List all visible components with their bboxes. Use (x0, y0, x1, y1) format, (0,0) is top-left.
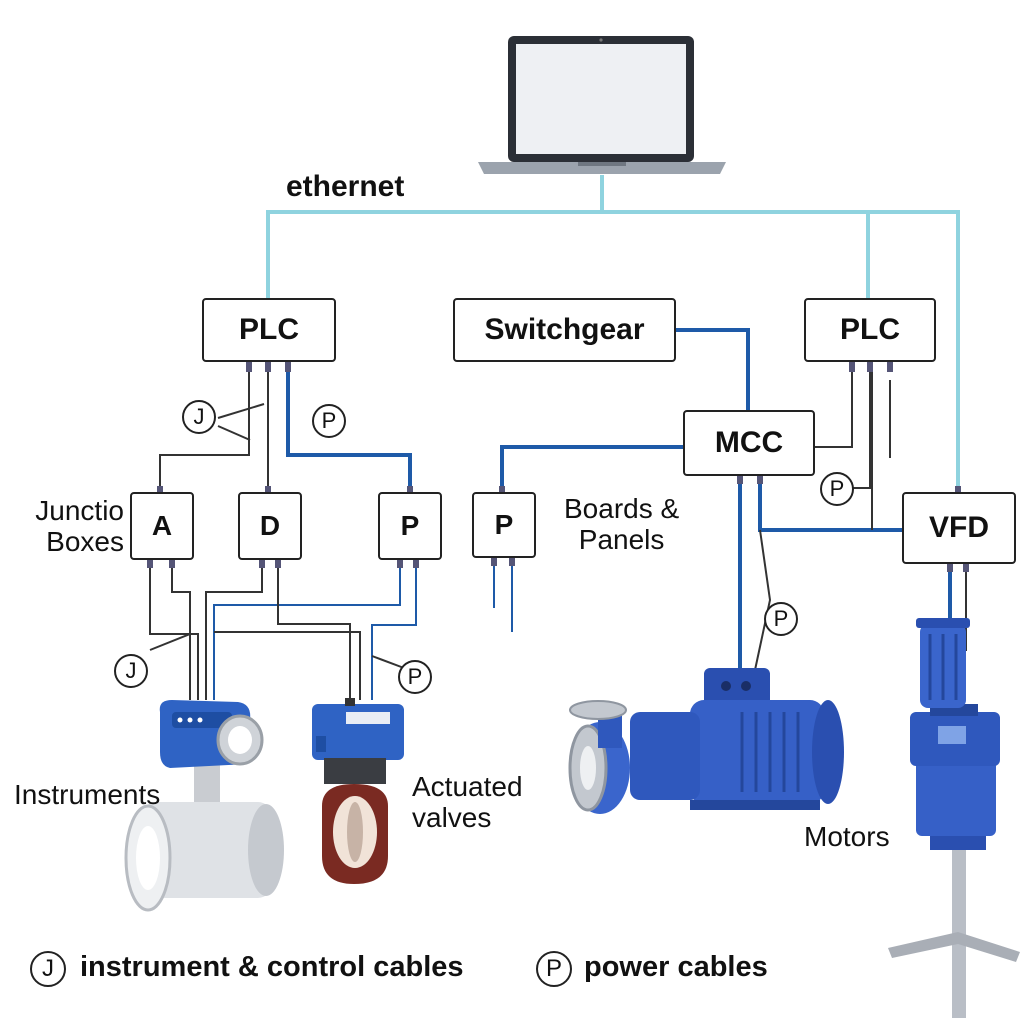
boards-panels-label: Boards & Panels (564, 493, 680, 556)
j-badge-plc: J (182, 400, 216, 434)
motors-label: Motors (804, 821, 890, 852)
legend-p-badge: P (536, 951, 572, 987)
actuated-valves-label: Actuated valves (412, 771, 523, 834)
ethernet-lines (266, 175, 960, 492)
junction-box-d: D (238, 492, 302, 560)
p-badge-letter: P (829, 476, 845, 501)
legend-j-symbol: J (42, 955, 54, 982)
boards-panels-line2: Panels (578, 523, 665, 555)
vfd-label: VFD (929, 511, 989, 544)
j-badge-instruments: J (114, 654, 148, 688)
agitator-motor-icon (888, 618, 1020, 1018)
pump-motor-icon (568, 668, 844, 814)
legend-p-text: power cables (584, 951, 768, 983)
p-badge-valves: P (398, 660, 432, 694)
legend-j-text: instrument & control cables (80, 951, 464, 983)
junction-box-d-label: D (259, 510, 281, 541)
junction-boxes-line1: Junctio (35, 495, 124, 526)
laptop-icon (478, 36, 726, 174)
boards-panels-line1: Boards & (564, 493, 680, 524)
junction-box-p-label: P (400, 510, 420, 541)
j-badge-letter: J (193, 404, 205, 429)
p-badge-letter: P (321, 408, 337, 433)
p-badge-plc: P (312, 404, 346, 438)
connector-ticks (147, 362, 969, 572)
p-badge-plc-right: P (820, 472, 854, 506)
vfd-box: VFD (902, 492, 1016, 564)
junction-box-p: P (378, 492, 442, 560)
legend-p-symbol: P (545, 955, 562, 982)
control-lines (149, 368, 967, 700)
plc-left-label: PLC (239, 313, 299, 346)
j-badge-letter: J (125, 658, 137, 683)
mcc-label: MCC (714, 426, 784, 459)
flowmeter-icon (124, 700, 284, 912)
junction-box-a-label: A (151, 510, 173, 541)
panel-box-p: P (472, 492, 536, 558)
plc-box-right: PLC (804, 298, 936, 362)
legend-j-badge: J (30, 951, 66, 987)
switchgear-label: Switchgear (484, 313, 645, 346)
instruments-label: Instruments (14, 779, 161, 810)
actuated-valves-line2: valves (412, 801, 492, 833)
actuated-valves-line1: Actuated (412, 771, 523, 802)
actuated-valve-icon (312, 698, 404, 884)
junction-boxes-label: Junctio Boxes (16, 495, 124, 558)
junction-box-a: A (130, 492, 194, 560)
p-badge-letter: P (773, 606, 789, 631)
plc-box-left: PLC (202, 298, 336, 362)
valve-power-cables (213, 560, 513, 700)
mcc-box: MCC (683, 410, 815, 476)
panel-box-p-label: P (494, 509, 514, 540)
p-badge-mcc: P (764, 602, 798, 636)
junction-boxes-line2: Boxes (46, 525, 124, 557)
plc-right-label: PLC (840, 313, 900, 346)
ethernet-label: ethernet (286, 170, 405, 203)
switchgear-box: Switchgear (453, 298, 676, 362)
p-badge-letter: P (407, 664, 423, 689)
